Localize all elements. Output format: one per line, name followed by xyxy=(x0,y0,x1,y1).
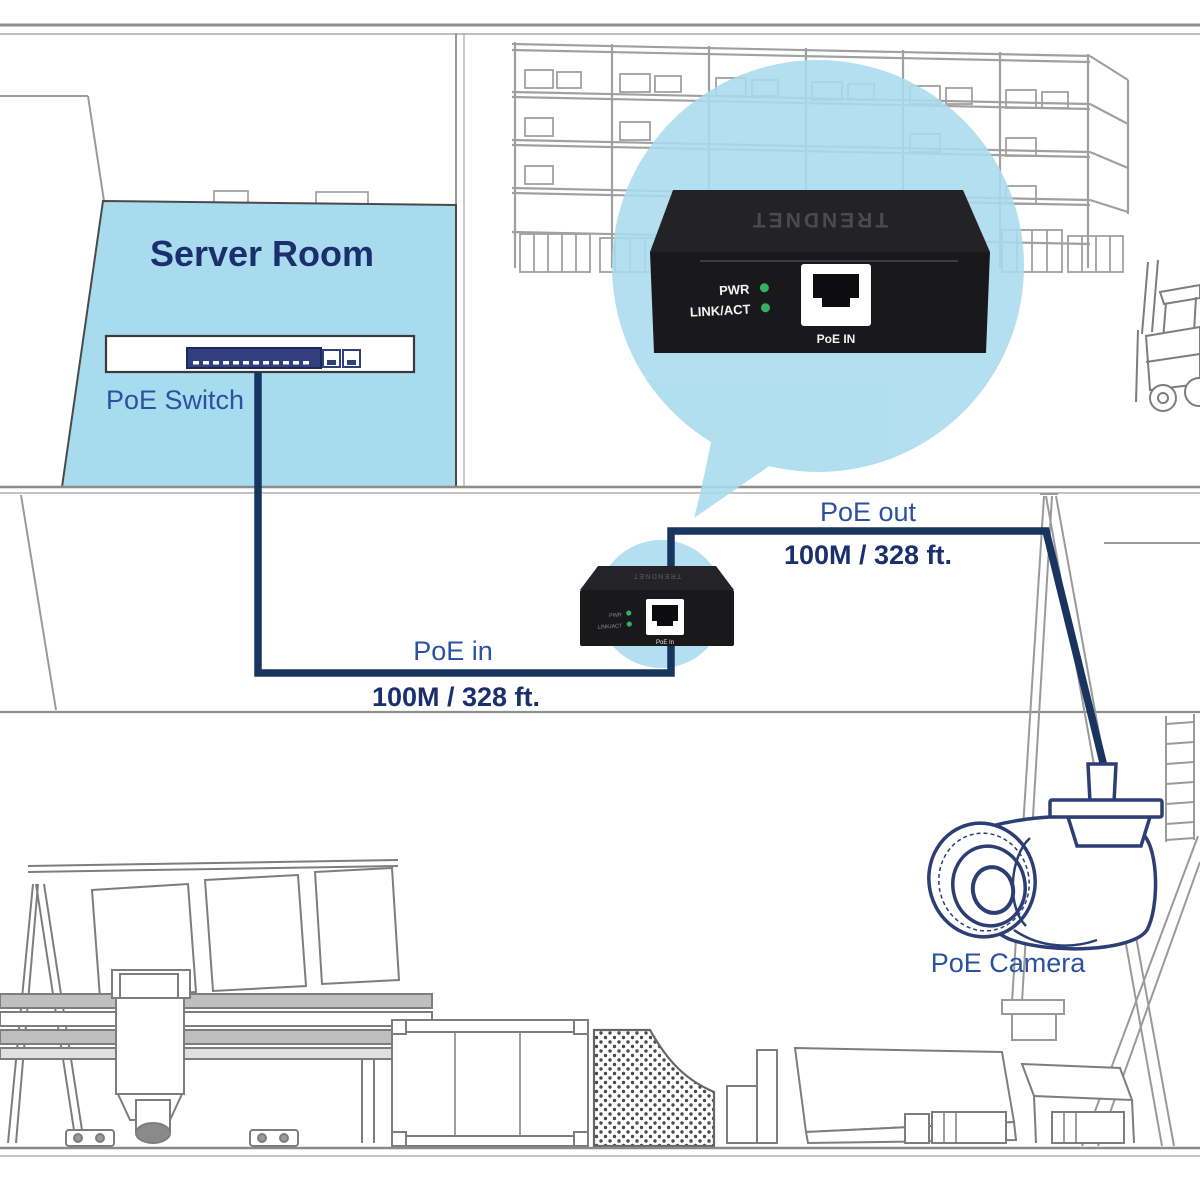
camera-mount-bracket xyxy=(1065,815,1153,848)
poe-out-distance: 100M / 328 ft. xyxy=(784,540,952,570)
extender-device-brand: TRENDNET xyxy=(633,572,682,581)
ladder-rack xyxy=(1165,714,1195,842)
extender-device-linkact-label: LINK/ACT xyxy=(598,623,624,630)
port-label: PoE IN xyxy=(817,332,856,346)
poe-camera-label: PoE Camera xyxy=(931,948,1087,978)
camera-mount-plate xyxy=(1048,798,1164,819)
extender-device-port-label: PoE In xyxy=(656,640,674,646)
poe-switch xyxy=(104,334,416,374)
extender-device-pwr-label: PWR xyxy=(609,612,622,619)
led-linkact xyxy=(760,303,770,313)
poe-in-label: PoE in xyxy=(413,636,493,666)
led-linkact-label: LINK/ACT xyxy=(689,302,750,320)
led-pwr-label: PWR xyxy=(719,282,751,299)
poe-out-label: PoE out xyxy=(820,497,917,527)
brand-text: TRENDNET xyxy=(750,208,888,231)
server-room: Server Room PoE Switch xyxy=(60,199,457,488)
dotted-chute xyxy=(592,1028,716,1148)
cage-frame xyxy=(391,1019,589,1147)
forklift xyxy=(1135,259,1200,412)
extender-detail-top xyxy=(650,190,990,252)
camera-mount-post xyxy=(1086,762,1118,804)
led-pwr xyxy=(759,283,769,293)
rj45-port-jack xyxy=(813,274,859,307)
poe-switch-label: PoE Switch xyxy=(106,385,244,415)
poe-switch-port-bar xyxy=(186,347,322,369)
workbench-area xyxy=(726,1046,1135,1145)
extender-detail: TRENDNET PWR LINK/ACT PoE IN xyxy=(650,190,990,353)
poe-in-distance: 100M / 328 ft. xyxy=(372,682,540,712)
server-room-title: Server Room xyxy=(150,233,374,274)
ceiling-lines xyxy=(0,23,1200,35)
extender-device: TRENDNET PWR LINK/ACT PoE In xyxy=(580,566,734,646)
wall-band-lines xyxy=(0,485,1200,714)
poe-camera xyxy=(927,762,1164,951)
cnc-machine xyxy=(0,859,433,1147)
floor-lines xyxy=(0,1146,1200,1157)
